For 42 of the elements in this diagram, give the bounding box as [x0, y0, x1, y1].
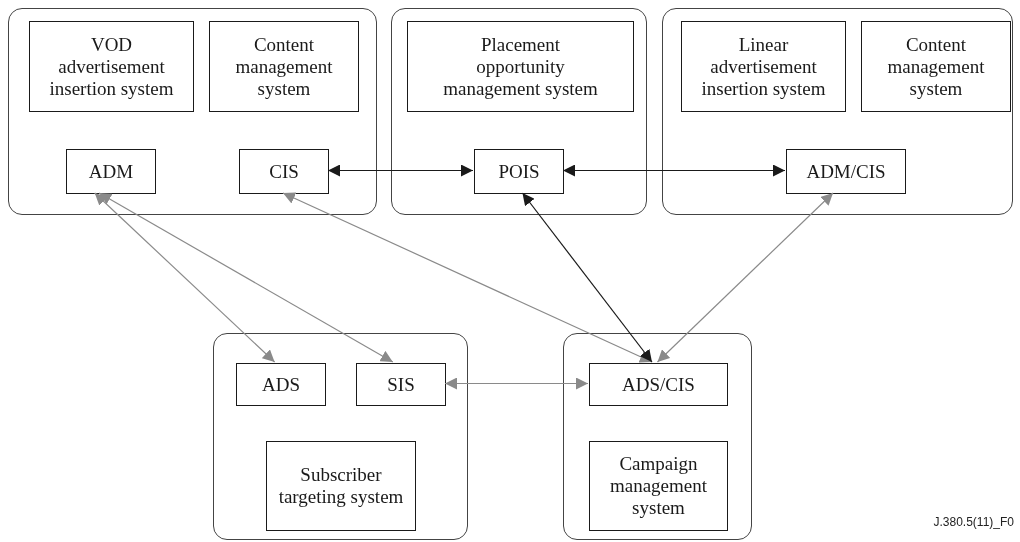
- system-box: [66, 149, 156, 194]
- box-label: CIS: [269, 160, 299, 183]
- system-box: [209, 21, 359, 112]
- system-box: [266, 441, 416, 531]
- double-arrow: [98, 192, 394, 363]
- box-label: Linear advertisement insertion system: [700, 33, 827, 100]
- double-arrow: [656, 192, 834, 363]
- system-box: [861, 21, 1011, 112]
- system-group: [563, 333, 752, 540]
- double-arrow: [327, 164, 474, 177]
- system-box: [589, 363, 728, 406]
- double-arrow: [521, 192, 653, 363]
- system-box: [239, 149, 329, 194]
- box-label: ADS: [262, 373, 300, 396]
- double-arrow: [282, 192, 653, 363]
- system-group: [8, 8, 377, 215]
- system-box: [786, 149, 906, 194]
- box-label: ADM/CIS: [806, 160, 886, 183]
- system-group: [391, 8, 647, 215]
- system-box: [236, 363, 326, 406]
- system-group: [662, 8, 1013, 215]
- system-box: [407, 21, 634, 112]
- system-box: [681, 21, 846, 112]
- box-label: POIS: [498, 160, 540, 183]
- box-label: ADM: [88, 160, 134, 183]
- system-box: [589, 441, 728, 531]
- double-arrow: [444, 377, 589, 390]
- box-label: ADS/CIS: [622, 373, 695, 396]
- box-label: Content management system: [886, 33, 986, 100]
- box-label: Subscriber targeting system: [277, 464, 405, 508]
- double-arrow: [94, 192, 276, 363]
- double-arrow: [562, 164, 786, 177]
- system-box: [474, 149, 564, 194]
- box-label: VOD advertisement insertion system: [48, 33, 175, 100]
- box-label: SIS: [387, 373, 415, 396]
- box-label: Content management system: [234, 33, 334, 100]
- box-label: Placement opportunity management system: [442, 33, 599, 100]
- figure-id: J.380.5(11)_F0: [933, 515, 1014, 529]
- system-box: [29, 21, 194, 112]
- system-group: [213, 333, 468, 540]
- system-box: [356, 363, 446, 406]
- box-label: Campaign management system: [608, 453, 709, 519]
